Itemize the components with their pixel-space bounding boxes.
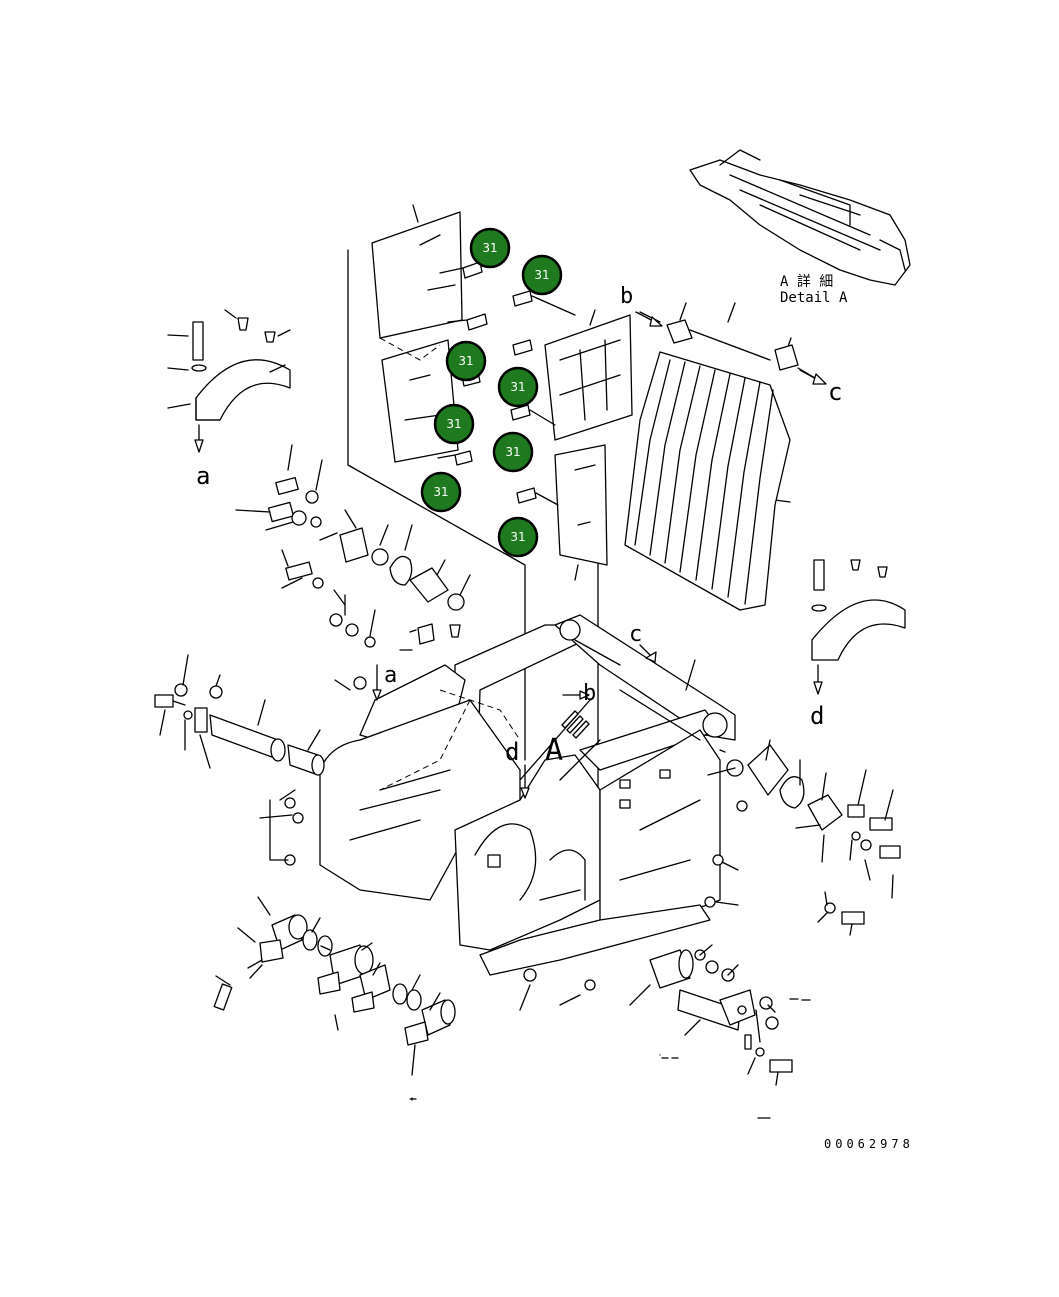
drawing-number: 00062978 — [824, 1137, 914, 1151]
callout-31: 31 — [433, 403, 475, 445]
callout-31: 31 — [497, 366, 539, 408]
lower-left-bushings — [213, 914, 456, 1046]
detail-a-english: Detail A — [780, 290, 848, 306]
view-letter-d-frame: d — [505, 738, 519, 766]
callout-31-label: 31 — [534, 268, 549, 282]
view-letter-c: c — [828, 378, 842, 406]
callout-31-label: 31 — [458, 354, 473, 368]
cover-panel-upper-right — [544, 314, 633, 441]
cover-panel-upper-left — [371, 211, 463, 339]
callout-31: 31 — [420, 471, 462, 513]
frame-view-arrows — [372, 311, 827, 799]
callout-31: 31 — [497, 516, 539, 558]
view-letter-a-frame: a — [384, 663, 397, 688]
main-frame — [319, 614, 736, 976]
callout-31: 31 — [445, 340, 487, 382]
left-pin-assembly — [154, 676, 367, 866]
right-cradle-bracket — [811, 559, 906, 695]
grille-panel — [624, 351, 791, 611]
callout-31-label: 31 — [446, 417, 461, 431]
left-cradle-bracket — [191, 317, 291, 453]
view-letter-d: d — [810, 702, 824, 730]
callout-31: 31 — [469, 227, 511, 269]
callout-31: 31 — [521, 254, 563, 296]
callout-31-label: 31 — [433, 485, 448, 499]
view-letter-c-frame: c — [629, 622, 642, 647]
callout-31-label: 31 — [510, 380, 525, 394]
view-letter-b: b — [620, 284, 633, 309]
detail-a-inset: A 詳 細 Detail A — [689, 149, 911, 306]
detail-a-japanese: A 詳 細 — [780, 274, 833, 290]
callout-31-label: 31 — [510, 530, 525, 544]
panel-bolts — [437, 261, 576, 506]
pivot-hardware-left — [267, 476, 465, 648]
right-pivot-hardware — [704, 744, 901, 925]
part-leader-ticks — [159, 309, 894, 1119]
callout-31-label: 31 — [482, 241, 497, 255]
view-letter-A: A — [545, 733, 563, 768]
view-letter-a: a — [196, 462, 210, 490]
cover-panel-lower-right — [554, 444, 608, 566]
view-letter-b-frame: b — [583, 681, 596, 706]
lower-right-pin — [523, 949, 793, 1073]
view-letters: a a b b c c d d A — [196, 284, 842, 768]
callout-31-label: 31 — [505, 445, 520, 459]
callout-31: 31 — [492, 431, 534, 473]
